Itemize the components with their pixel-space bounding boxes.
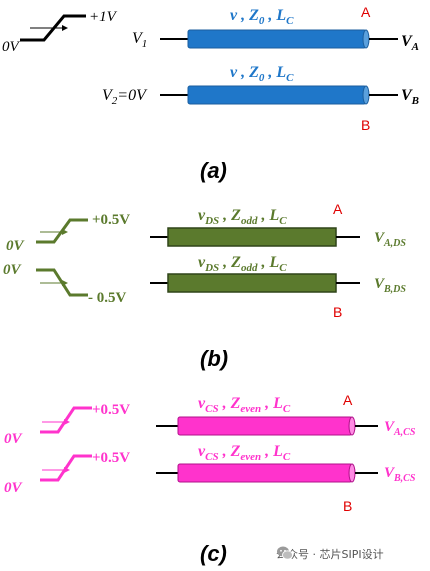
low-label-b-top: 0V xyxy=(6,238,26,254)
v1-label: V1 xyxy=(132,30,147,50)
step-arrowhead-b-bottom xyxy=(62,280,68,286)
port-b-label-c: B xyxy=(343,498,352,514)
panel-b: 0V +0.5V 0V - 0.5V vDS , Zodd , LC A VA,… xyxy=(3,201,406,371)
tline-b-top xyxy=(167,227,337,247)
tline-c-bottom-params: vCS , Zeven , LC xyxy=(198,443,291,463)
caption-c: (c) xyxy=(200,541,227,566)
wechat-icon xyxy=(277,546,293,560)
tline-c-top-params: vCS , Zeven , LC xyxy=(198,395,291,415)
port-a-label-c: A xyxy=(343,392,353,408)
watermark-text: 公众号 · 芯片SIPI设计 xyxy=(276,548,384,561)
step-arrowhead-c-top xyxy=(64,419,70,425)
step-high-label-a: +1V xyxy=(89,9,118,25)
out-vacs-label: VA,CS xyxy=(384,419,416,438)
tline-a-bottom-end xyxy=(362,85,370,105)
out-va-label: VA xyxy=(401,33,419,53)
step-arrowhead-c-bottom xyxy=(64,467,70,473)
step-low-label-a: 0V xyxy=(2,39,21,55)
tline-c-bottom-end xyxy=(348,463,356,483)
caption-b: (b) xyxy=(200,346,228,371)
out-vb-label: VB xyxy=(401,87,419,107)
tline-a-top xyxy=(187,29,367,49)
caption-a: (a) xyxy=(200,158,227,183)
tline-a-top-end xyxy=(362,29,370,49)
tline-c-bottom xyxy=(177,463,353,483)
neg-label-b: - 0.5V xyxy=(88,290,126,306)
panel-c: 0V +0.5V 0V +0.5V vCS , Zeven , LC A VA,… xyxy=(4,392,416,566)
out-vbds-label: VB,DS xyxy=(374,276,406,295)
tline-b-top-params: vDS , Zodd , LC xyxy=(198,207,287,227)
watermark: 公众号 · 芯片SIPI设计 xyxy=(276,544,424,564)
panel-a: 0V +1V V1 V2=0V v , Z0 , LC A VA v , Z0 … xyxy=(2,4,419,183)
tline-a-bottom-params: v , Z0 , LC xyxy=(230,64,294,84)
low-label-c-top: 0V xyxy=(4,431,24,447)
port-a-label-b: A xyxy=(333,201,343,217)
out-vbcs-label: VB,CS xyxy=(384,465,416,484)
tline-c-top xyxy=(177,416,353,436)
port-b-label-a: B xyxy=(361,117,370,133)
tline-b-bottom xyxy=(167,273,337,293)
out-vads-label: VA,DS xyxy=(374,230,406,249)
v2-label: V2=0V xyxy=(102,87,148,107)
high-label-b: +0.5V xyxy=(92,212,130,228)
step-arrowhead-a xyxy=(62,25,68,31)
port-a-label-a: A xyxy=(361,4,371,20)
high-label-c-bottom: +0.5V xyxy=(92,450,130,466)
tline-b-bottom-params: vDS , Zodd , LC xyxy=(198,254,287,274)
step-arrowhead-b-top xyxy=(62,229,68,235)
low-label-b-bottom: 0V xyxy=(3,262,23,278)
port-b-label-b: B xyxy=(333,304,342,320)
high-label-c-top: +0.5V xyxy=(92,402,130,418)
tline-a-bottom xyxy=(187,85,367,105)
tline-c-top-end xyxy=(348,416,356,436)
tline-a-top-params: v , Z0 , LC xyxy=(230,7,294,27)
low-label-c-bottom: 0V xyxy=(4,480,24,496)
